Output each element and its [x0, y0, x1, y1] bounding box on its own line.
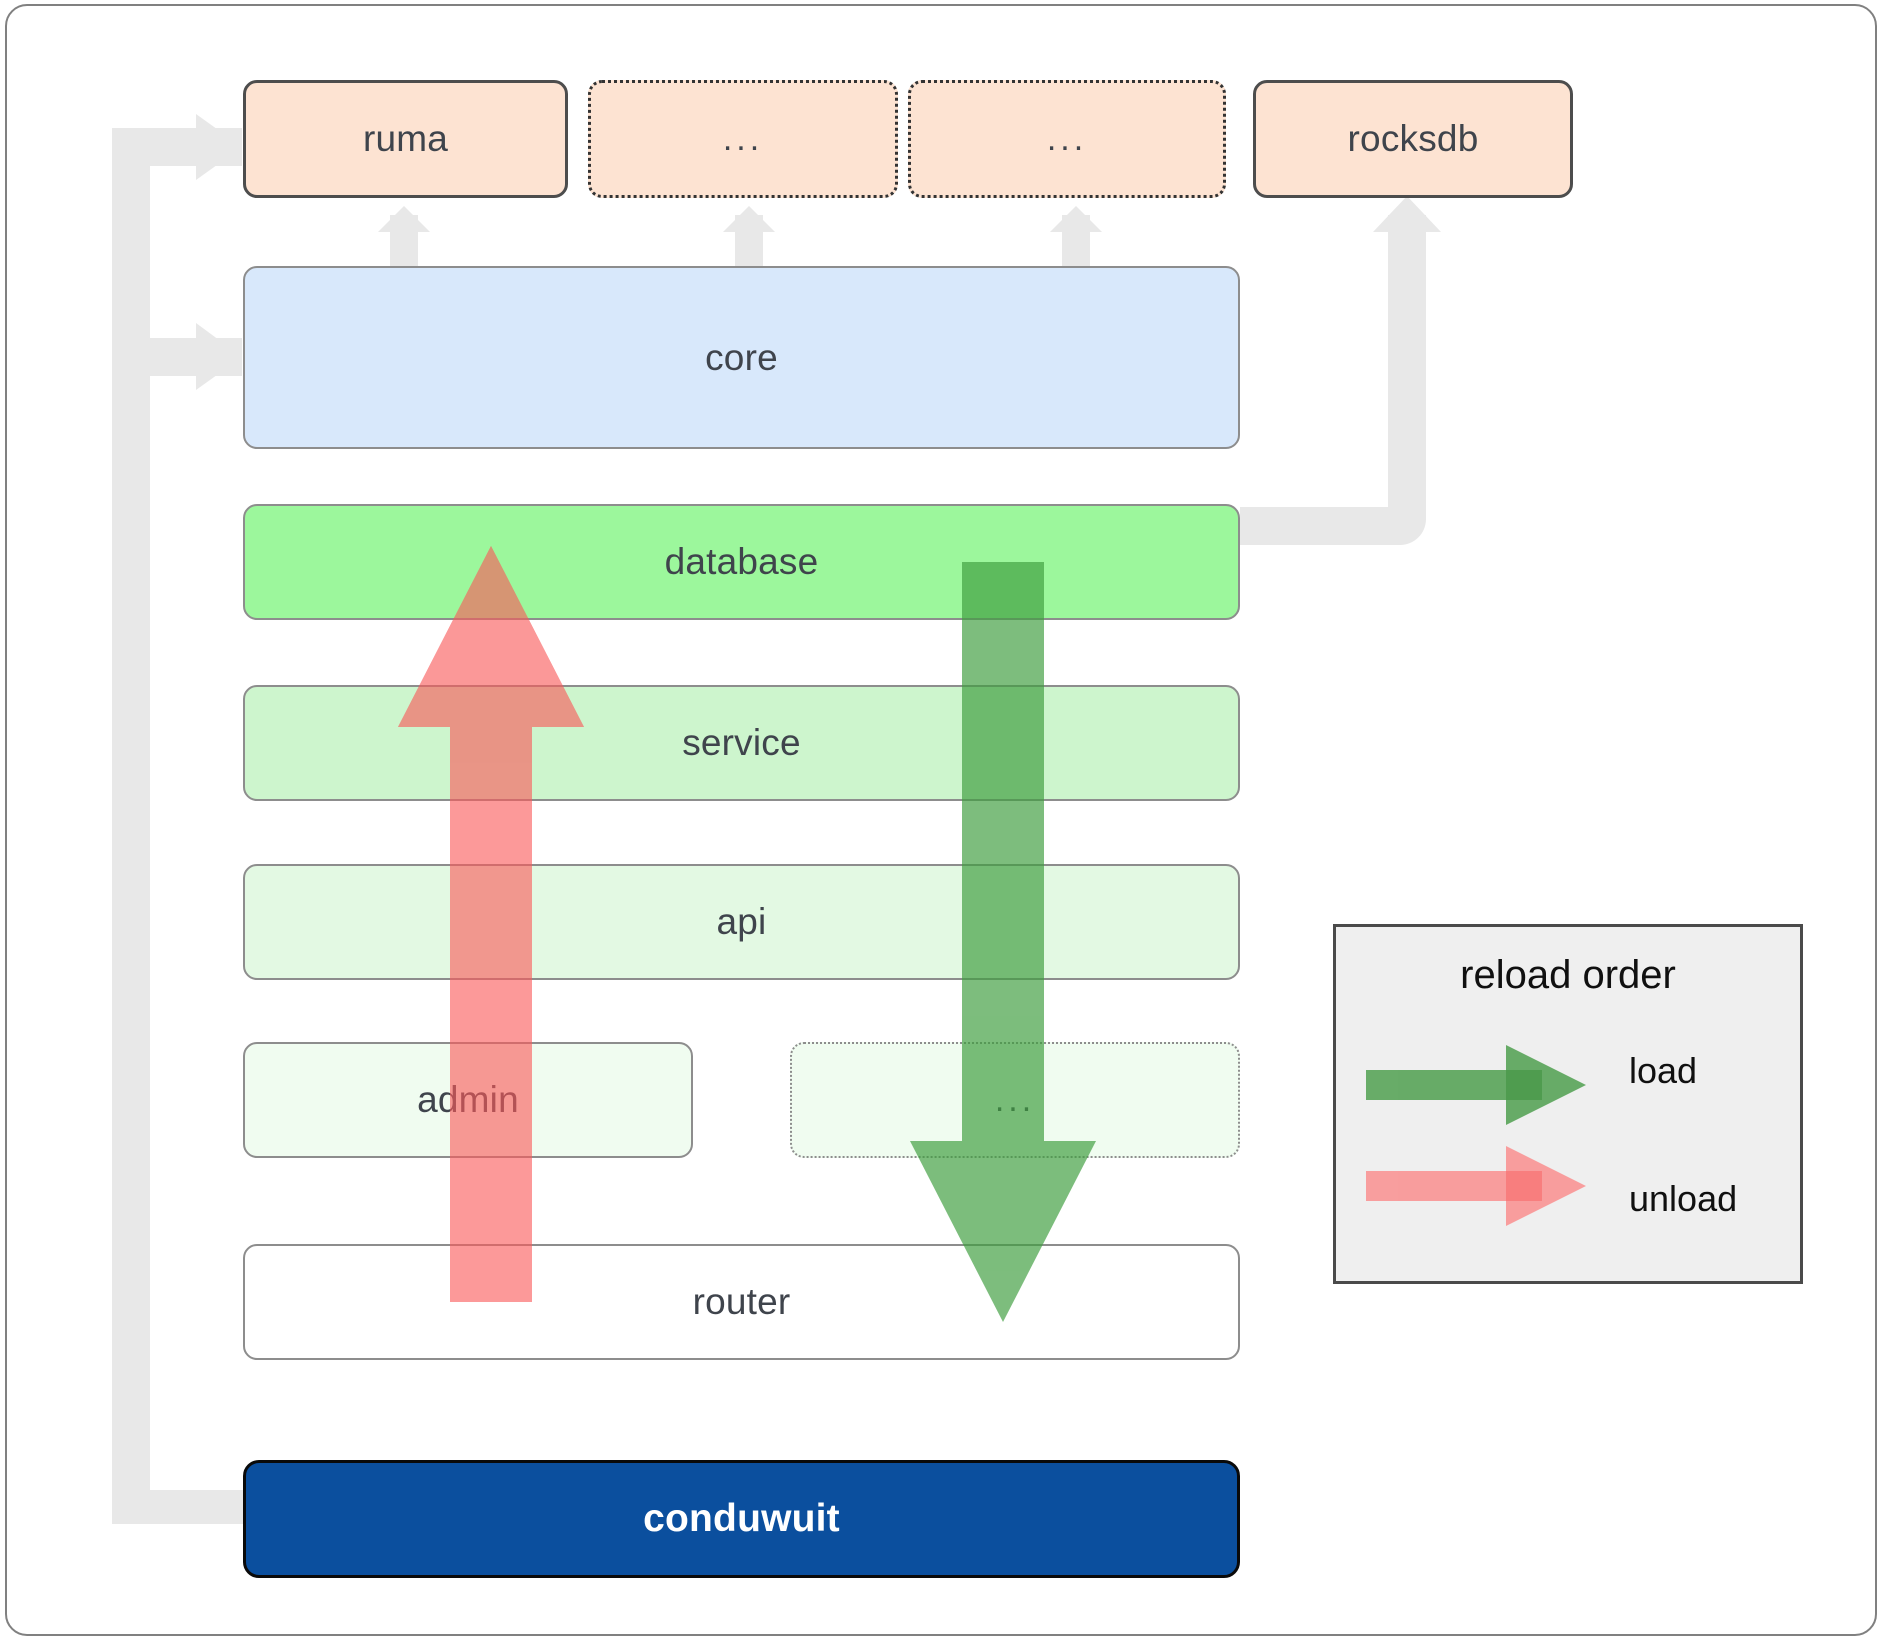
legend-title: reload order — [1460, 953, 1676, 997]
legend-arrow-swatches — [1366, 1045, 1586, 1226]
node-external-placeholder-2[interactable]: ... — [908, 80, 1226, 198]
node-conduwuit[interactable]: conduwuit — [243, 1460, 1240, 1578]
node-core[interactable]: core — [243, 266, 1240, 449]
legend-unload-label: unload — [1629, 1178, 1738, 1219]
node-rocksdb-label: rocksdb — [1347, 118, 1479, 159]
node-service[interactable]: service — [243, 685, 1240, 801]
node-core-label: core — [705, 336, 778, 378]
node-layer-placeholder-label: ... — [994, 1080, 1036, 1119]
node-ruma-label: ruma — [362, 118, 449, 159]
node-layer-placeholder[interactable]: ... — [790, 1042, 1240, 1158]
node-rocksdb[interactable]: rocksdb — [1253, 80, 1573, 198]
node-router-label: router — [692, 1281, 791, 1322]
node-ruma[interactable]: ruma — [243, 80, 568, 198]
node-api-label: api — [716, 901, 767, 942]
node-external-placeholder-1-label: ... — [722, 119, 764, 158]
node-admin[interactable]: admin — [243, 1042, 693, 1158]
node-database-label: database — [664, 541, 819, 582]
node-conduwuit-label: conduwuit — [643, 1497, 840, 1540]
node-external-placeholder-2-label: ... — [1046, 119, 1088, 158]
legend-panel: reload order load unload — [1333, 924, 1803, 1284]
node-api[interactable]: api — [243, 864, 1240, 980]
node-service-label: service — [682, 722, 801, 763]
node-external-placeholder-1[interactable]: ... — [588, 80, 898, 198]
diagram-panel — [5, 4, 1877, 1636]
node-admin-label: admin — [417, 1079, 519, 1120]
node-router[interactable]: router — [243, 1244, 1240, 1360]
legend-load-label: load — [1629, 1050, 1698, 1091]
legend-load-swatch — [1366, 1045, 1586, 1125]
legend-unload-swatch — [1366, 1146, 1586, 1226]
node-database[interactable]: database — [243, 504, 1240, 620]
